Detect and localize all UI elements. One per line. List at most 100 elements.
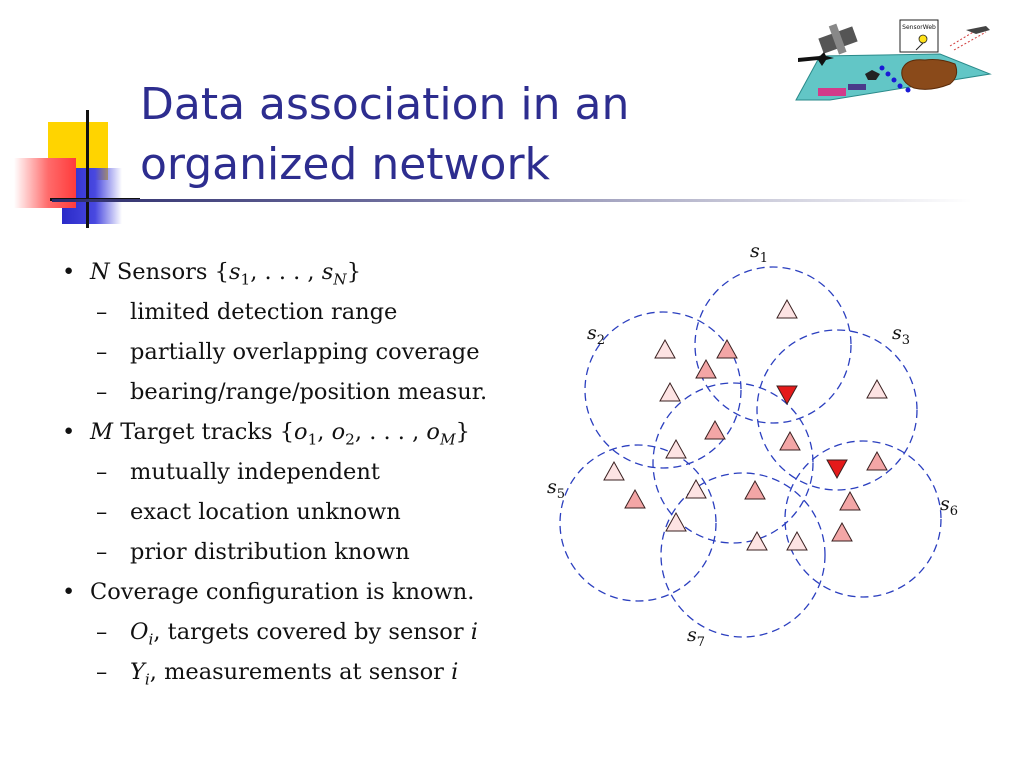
bullet-list: N Sensors {s1, . . . , sN}limited detect…: [58, 252, 538, 692]
target-triangle: [685, 478, 707, 499]
sensor-label-index: 6: [950, 504, 958, 519]
target-triangle: [866, 450, 888, 471]
bullet-item: M Target tracks {o1, o2, . . . , oM}: [58, 412, 538, 452]
text-run: , . . . ,: [250, 259, 322, 285]
text-run: Sensors {: [109, 259, 229, 285]
math-symbol: M: [90, 419, 114, 445]
text-run: , . . . ,: [354, 419, 427, 445]
text-run: }: [346, 259, 362, 285]
target-triangle: [866, 378, 888, 399]
sensor-coverage-circles: [559, 266, 942, 638]
sensorweb-logo: SensorWeb: [795, 19, 992, 101]
sensor-label-symbol: s: [547, 476, 557, 498]
sensor-label: s7: [687, 624, 705, 650]
target-triangle: [624, 488, 646, 509]
sub-bullet-item: mutually independent: [58, 452, 538, 492]
target-triangle: [716, 338, 738, 359]
target-triangle: [665, 511, 687, 532]
text-run: limited detection range: [130, 299, 398, 325]
sensor-label: s2: [587, 322, 605, 348]
target-triangle: [704, 419, 726, 440]
sub-bullet-item: bearing/range/position measur.: [58, 372, 538, 412]
math-symbol: o: [294, 419, 308, 445]
text-run: Target tracks {: [113, 419, 295, 445]
text-run: mutually independent: [130, 459, 380, 485]
text-run: ,: [317, 419, 332, 445]
sensor-range-circle: [559, 444, 717, 602]
math-symbol: Y: [130, 659, 145, 685]
corner-decoration: [0, 0, 150, 230]
sensor-label-symbol: s: [892, 322, 902, 344]
sensor-label-symbol: s: [587, 322, 597, 344]
sub-bullet-item: limited detection range: [58, 292, 538, 332]
bullet-item: N Sensors {s1, . . . , sN}: [58, 252, 538, 292]
slide-title: Data association in an organized network: [140, 75, 700, 195]
sensor-range-circle: [784, 440, 942, 598]
math-subscript: i: [148, 630, 154, 649]
target-triangle: [659, 381, 681, 402]
sensor-label-index: 5: [557, 487, 565, 502]
math-subscript: N: [333, 270, 347, 289]
sensor-label-symbol: s: [940, 493, 950, 515]
text-run: bearing/range/position measur.: [130, 379, 488, 405]
math-symbol: O: [130, 619, 149, 645]
sensor-label: s1: [750, 240, 768, 266]
sensor-range-circle: [652, 382, 814, 544]
title-line: Data association in an: [140, 79, 630, 130]
math-symbol: N: [90, 259, 110, 285]
sensor-label-index: 1: [760, 251, 768, 266]
sub-bullet-item: partially overlapping coverage: [58, 332, 538, 372]
target-triangle: [665, 438, 687, 459]
sensor-range-circle: [660, 472, 826, 638]
sensor-label-symbol: s: [687, 624, 697, 646]
sub-bullet-item: Oi, targets covered by sensor i: [58, 612, 538, 652]
sensor-label-index: 3: [902, 333, 910, 348]
logo-sign-text: SensorWeb: [902, 24, 936, 31]
vertical-rule: [86, 110, 89, 228]
highlighted-target-triangle: [826, 459, 848, 480]
sensor-label: s6: [940, 493, 958, 519]
math-symbol: s: [228, 259, 241, 285]
math-subscript: i: [144, 670, 150, 689]
text-run: partially overlapping coverage: [130, 339, 480, 365]
math-symbol: i: [470, 619, 478, 645]
text-run: exact location unknown: [130, 499, 401, 525]
sub-bullet-item: exact location unknown: [58, 492, 538, 532]
math-subscript: 2: [345, 430, 355, 449]
text-run: prior distribution known: [130, 539, 410, 565]
sensor-label: s5: [547, 476, 565, 502]
target-triangle: [839, 490, 861, 511]
title-line: organized network: [140, 139, 551, 190]
title-underline: [52, 199, 972, 202]
text-run: , measurements at sensor: [149, 659, 452, 685]
target-triangle: [779, 430, 801, 451]
target-tracks: [603, 298, 888, 551]
sensor-range-circle: [584, 311, 742, 469]
math-symbol: o: [331, 419, 346, 445]
target-triangle: [603, 460, 625, 481]
math-symbol: i: [451, 659, 459, 685]
sensor-label-index: 7: [697, 635, 705, 650]
sensor-label-symbol: s: [750, 240, 760, 262]
highlighted-target-triangle: [776, 385, 798, 406]
math-subscript: 1: [307, 430, 318, 449]
sub-bullet-item: Yi, measurements at sensor i: [58, 652, 538, 692]
sub-bullet-item: prior distribution known: [58, 532, 538, 572]
math-symbol: s: [321, 259, 334, 285]
target-triangle: [746, 530, 768, 551]
target-triangle: [744, 479, 766, 500]
target-triangle: [786, 530, 808, 551]
target-triangle: [695, 358, 717, 379]
target-triangle: [831, 521, 853, 542]
target-triangle: [654, 338, 676, 359]
sensor-label-index: 2: [597, 333, 605, 348]
target-triangle: [776, 298, 798, 319]
text-run: Coverage configuration is known.: [90, 579, 475, 605]
math-subscript: 1: [240, 270, 251, 289]
text-run: }: [455, 419, 470, 445]
sensor-label: s3: [892, 322, 910, 348]
math-subscript: M: [439, 430, 456, 449]
bullet-item: Coverage configuration is known.: [58, 572, 538, 612]
